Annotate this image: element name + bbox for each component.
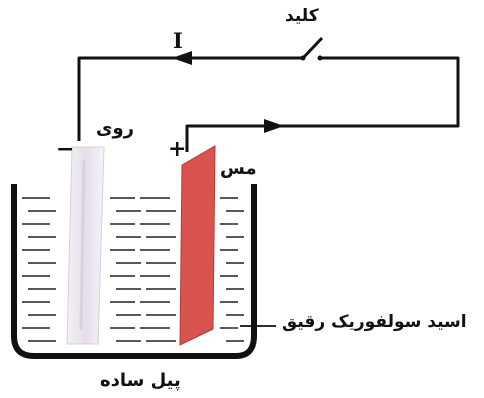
beaker [11,184,257,359]
zinc-highlight [79,159,86,331]
plus-sign: + [168,136,187,162]
switch-contact-left [300,55,306,61]
wire-zinc [77,56,303,141]
switch-blade [301,36,324,60]
wire-circuit [77,36,460,152]
minus-sign: − [56,136,75,162]
switch-contact-right [317,55,323,61]
current-label: I [173,28,183,53]
copper-electrode [179,145,216,346]
key-label: کلید [285,6,319,26]
copper-label: مس [220,158,257,179]
electrolyte-lines [22,197,244,342]
zinc-electrode [66,146,105,345]
current-arrow-right [264,119,284,133]
zinc-label: روی [96,118,135,139]
wire-copper [185,56,460,152]
current-arrow-top [172,51,192,65]
acid-label: اسید سولفوریک رقیق [282,312,467,332]
cell-label: پیل ساده [100,370,181,391]
